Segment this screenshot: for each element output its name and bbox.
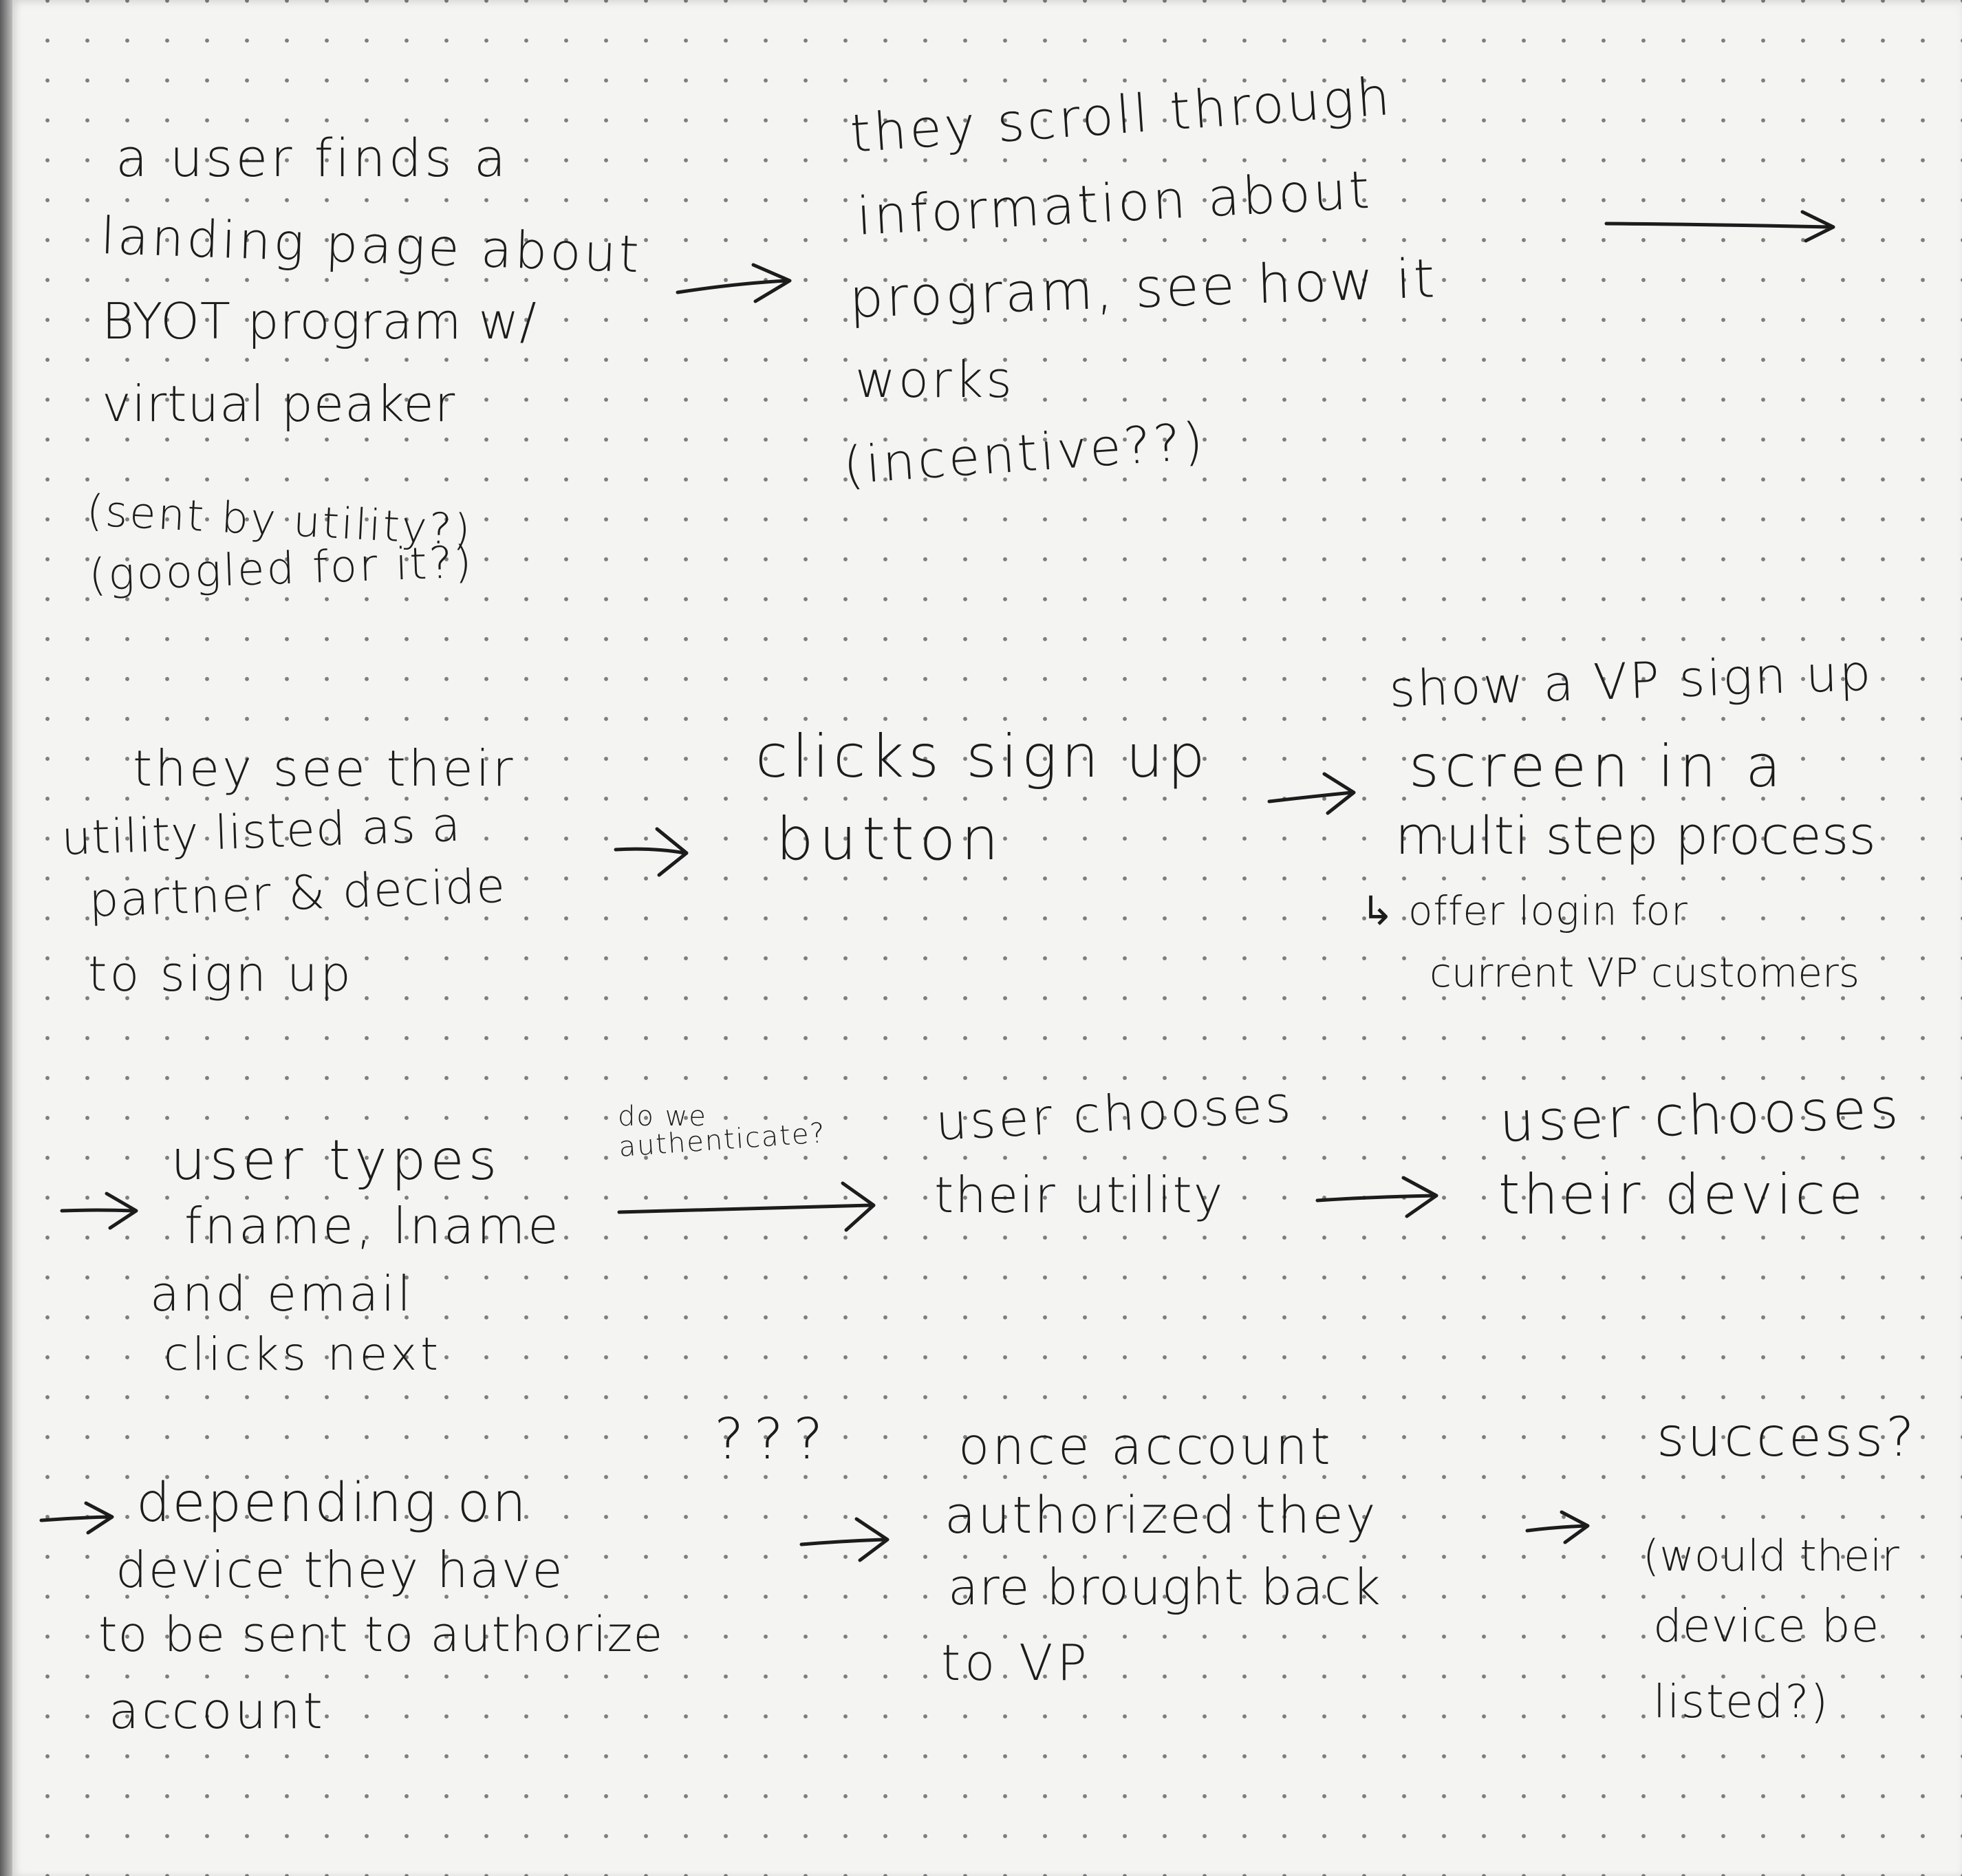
note-line: authorized they	[945, 1486, 1378, 1545]
note-line: are brought back	[948, 1558, 1381, 1616]
note-line: device they have	[116, 1541, 564, 1599]
note-line: they scroll through	[848, 65, 1394, 164]
note-line: ???	[714, 1407, 833, 1472]
note-line: landing page about	[99, 206, 643, 285]
note-line: their utility	[934, 1166, 1225, 1224]
note-line: user types	[171, 1128, 502, 1192]
note-line: works	[855, 351, 1015, 409]
note-line: they see their	[133, 740, 516, 797]
note-line: user chooses	[934, 1075, 1295, 1152]
note-line: clicks sign up	[755, 722, 1209, 791]
note-line: screen in a	[1409, 733, 1787, 800]
note-line: virtual peaker	[102, 375, 456, 433]
note-line: a user finds a	[116, 127, 509, 188]
note-line: BYOT program w/	[102, 292, 537, 350]
notebook-binding-edge	[0, 0, 12, 1876]
note-line: (googled for it?)	[88, 537, 475, 601]
note-line: (would their	[1643, 1531, 1899, 1581]
note-line: fname, lname	[184, 1197, 561, 1255]
note-line: do we	[618, 1101, 707, 1132]
note-line: their device	[1498, 1163, 1866, 1227]
note-line: user chooses	[1498, 1076, 1903, 1154]
note-line: clicks next	[164, 1328, 442, 1381]
note-line: device be	[1653, 1599, 1880, 1652]
note-line: and email	[150, 1266, 413, 1322]
note-line: partner & decide	[88, 859, 508, 928]
dot-grid-notebook-page: a user finds a landing page about BYOT p…	[12, 0, 1962, 1876]
note-line: information about	[855, 158, 1374, 247]
note-line: once account	[958, 1417, 1333, 1476]
note-line: account	[109, 1682, 325, 1740]
note-line: current VP customers	[1430, 949, 1860, 996]
note-line: to sign up	[88, 946, 354, 1002]
note-line: to VP	[941, 1634, 1091, 1692]
note-line: show a VP sign up	[1388, 643, 1874, 718]
note-line: to be sent to authorize	[98, 1606, 664, 1663]
note-line: listed?)	[1653, 1675, 1830, 1728]
note-line: program, see how it	[848, 248, 1438, 330]
note-line: button	[776, 805, 1004, 874]
note-line: utility listed as a	[61, 797, 462, 866]
note-line: depending on	[136, 1472, 528, 1534]
note-line: (incentive??)	[841, 411, 1208, 496]
note-line: success?	[1657, 1407, 1917, 1469]
note-line: multi step process	[1395, 805, 1876, 866]
note-line: ↳ offer login for	[1361, 887, 1688, 934]
